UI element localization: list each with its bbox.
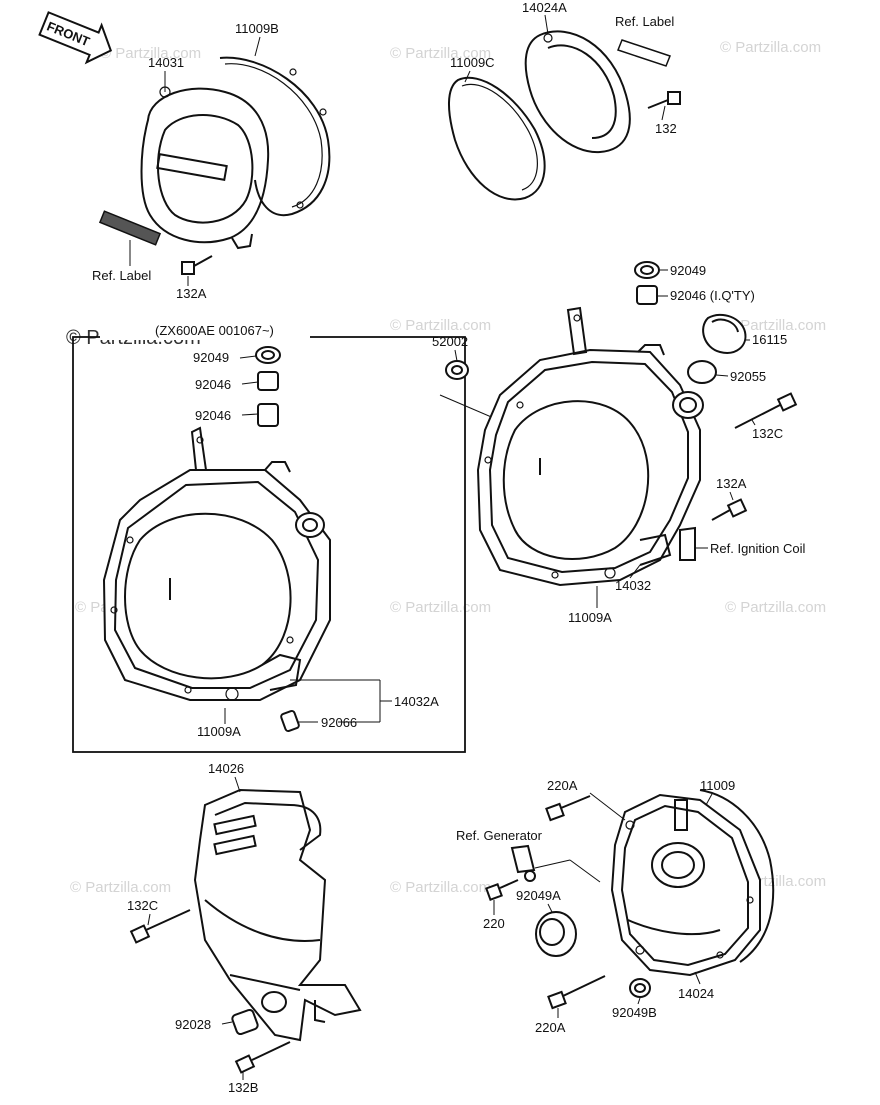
label-14032A: 14032A (394, 694, 439, 709)
part-132A-bolt-right (711, 498, 748, 521)
part-ref-label-top (617, 39, 671, 67)
part-16115-cap (702, 313, 747, 354)
label-11009A-right: 11009A (568, 610, 612, 625)
label-132C-left: 132C (127, 898, 158, 913)
label-ref-ignition-coil: Ref. Ignition Coil (710, 541, 805, 556)
part-14032A-housing (102, 426, 331, 701)
watermark: © Partzilla.com (390, 879, 491, 896)
watermark: © Partzilla.com (390, 599, 491, 616)
label-92049B: 92049B (612, 1005, 657, 1020)
variant-box-note: (ZX600AE 001067~) (155, 323, 274, 338)
label-132: 132 (655, 121, 677, 136)
label-ref-generator: Ref. Generator (456, 828, 543, 843)
label-52002: 52002 (432, 334, 468, 349)
part-92046-bearing-right (636, 285, 658, 305)
part-52002-seal (445, 360, 469, 380)
label-92049-right: 92049 (670, 263, 706, 278)
part-14031-cover (140, 86, 270, 250)
label-ref-label-top: Ref. Label (615, 14, 674, 29)
label-11009B: 11009B (235, 21, 279, 36)
part-220-bolt (485, 879, 519, 901)
part-132C-bolt-right (734, 392, 798, 429)
part-11009-gasket (699, 789, 775, 963)
label-92046-box-a: 92046 (195, 377, 231, 392)
label-92055: 92055 (730, 369, 766, 384)
label-220A-top: 220A (547, 778, 578, 793)
part-132C-bolt-left (129, 909, 191, 944)
label-132A-right: 132A (716, 476, 747, 491)
label-11009C: 11009C (450, 55, 495, 70)
label-92049-box: 92049 (193, 350, 229, 365)
label-11009A-box: 11009A (197, 724, 241, 739)
part-14026-guard (193, 788, 362, 1042)
part-11009C-gasket (448, 76, 546, 201)
part-ref-label-left (98, 210, 162, 246)
watermark: © Partzilla.com (720, 39, 821, 56)
part-92049-seal-right (634, 261, 660, 279)
watermark: © Partzilla.com (725, 599, 826, 616)
watermark-grid: © Partzilla.com © Partzilla.com © Partzi… (66, 39, 826, 896)
part-92049B-seal (629, 978, 651, 998)
part-92055-oring (687, 360, 717, 384)
label-92049A: 92049A (516, 888, 561, 903)
label-ref-label: Ref. Label (92, 268, 151, 283)
watermark: © Partzilla.com (725, 317, 826, 334)
part-ref-generator-bracket (510, 844, 536, 882)
label-220A-bottom: 220A (535, 1020, 566, 1035)
part-92049A-seal (535, 911, 577, 957)
part-132-bolt (647, 91, 681, 109)
label-11009: 11009 (700, 778, 735, 793)
label-132C-right: 132C (752, 426, 783, 441)
part-14032-housing (476, 306, 704, 587)
part-11009B-gasket (219, 56, 331, 217)
label-92046-box-b: 92046 (195, 408, 231, 423)
part-92028-collar (231, 991, 287, 1036)
watermark: © Partzilla.com (70, 879, 171, 896)
label-220: 220 (483, 916, 505, 931)
part-92046-bearing-box-b (257, 403, 279, 427)
part-14024-cover (610, 793, 761, 977)
part-132B-bolt (234, 1041, 291, 1074)
part-92049-seal-box (255, 346, 281, 364)
label-14026: 14026 (208, 761, 244, 776)
label-132B: 132B (228, 1080, 258, 1095)
part-92066-plug (280, 709, 300, 733)
watermark: © Partzilla.com (100, 45, 201, 62)
part-132A-bolt-top (181, 255, 213, 275)
part-220A-bolt-top (545, 795, 591, 822)
label-16115: 16115 (752, 332, 787, 347)
part-14024A-cover (524, 30, 631, 154)
label-92066: 92066 (321, 715, 357, 730)
label-14032: 14032 (615, 578, 651, 593)
label-14031: 14031 (148, 55, 184, 70)
label-92028: 92028 (175, 1017, 211, 1032)
watermark: © Partzilla.com (390, 317, 491, 334)
watermark: © Partzilla.com (390, 45, 491, 62)
part-92046-bearing-box-a (257, 371, 279, 391)
label-92046-right: 92046 (I.Q'TY) (670, 288, 755, 303)
label-132A: 132A (176, 286, 207, 301)
part-220A-bolt-bottom (547, 975, 606, 1010)
part-ref-ignition-bracket (679, 526, 696, 561)
label-14024A: 14024A (522, 0, 567, 15)
label-14024: 14024 (678, 986, 714, 1001)
